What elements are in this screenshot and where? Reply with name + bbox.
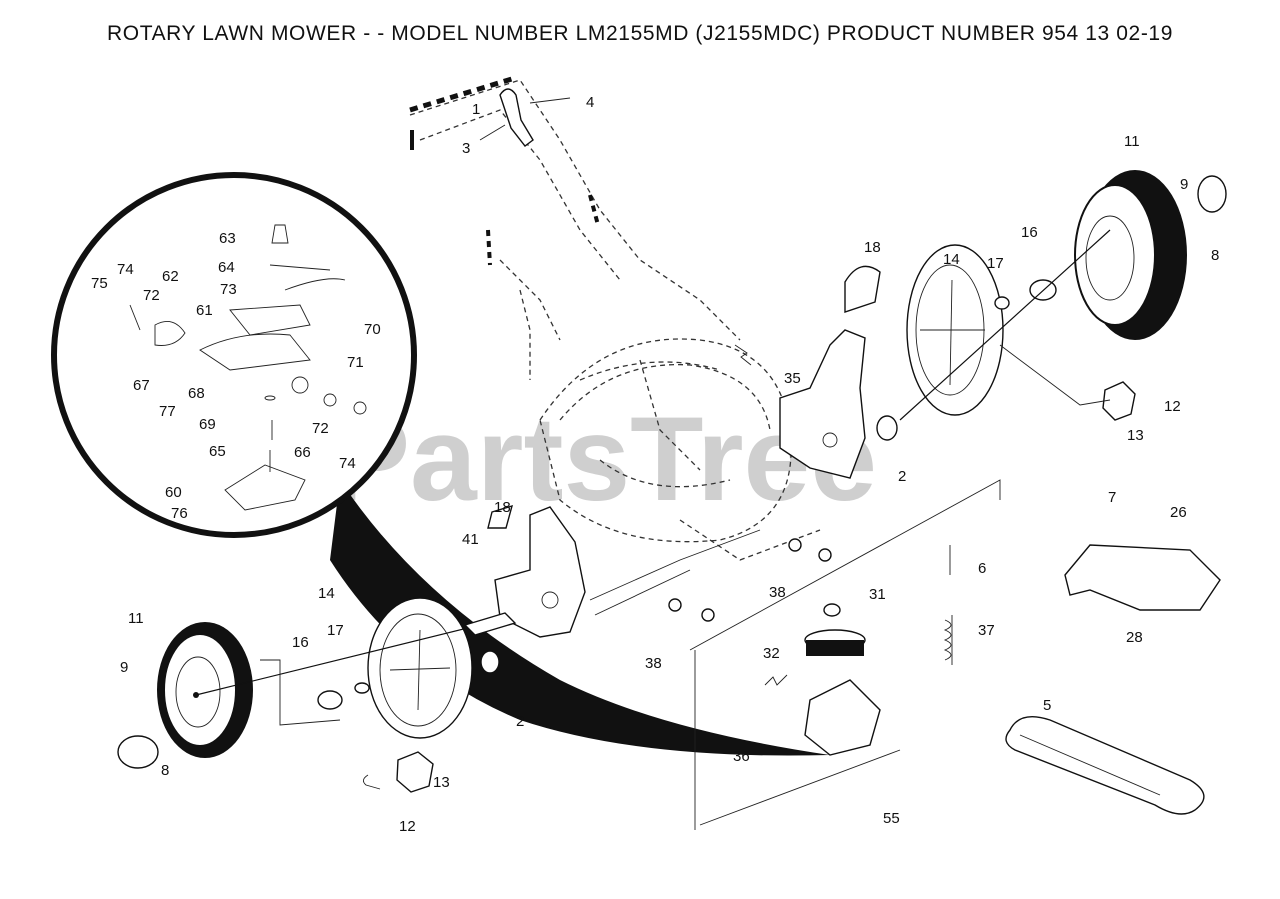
callout-68: 68 [188,385,205,402]
callout-70: 70 [364,321,381,338]
callout-5: 5 [1043,697,1051,714]
callout-72-bottom: 72 [312,420,329,437]
callout-28: 28 [1126,629,1143,646]
detail-inset [51,172,830,756]
callout-13-right: 13 [1127,427,1144,444]
right-height-bracket [779,329,866,479]
callout-17-left: 17 [327,622,344,639]
callout-36: 36 [733,748,750,765]
callout-74-bottom: 74 [339,455,356,472]
callout-labels: 1 3 4 63 64 73 74 75 62 72 61 70 67 68 7… [91,94,1219,835]
drive-assembly [668,479,1001,830]
callout-8-right: 8 [1211,247,1219,264]
callout-11-left: 11 [128,610,144,627]
callout-13-left: 13 [433,774,450,791]
callout-76: 76 [171,505,188,522]
callout-4: 4 [586,94,594,111]
callout-1: 1 [472,101,480,118]
callout-77: 77 [159,403,176,420]
callout-67: 67 [133,377,150,394]
callout-73: 73 [220,281,237,298]
callout-6: 6 [978,560,986,577]
callout-64: 64 [218,259,235,276]
diagram-title: ROTARY LAWN MOWER - - MODEL NUMBER LM215… [107,22,1173,45]
callout-60: 60 [165,484,182,501]
rear-skirt-and-belt [1005,544,1221,815]
callout-14-left: 14 [318,585,335,602]
callout-3: 3 [462,140,470,157]
callout-38-left: 38 [645,655,662,672]
callout-41: 41 [462,531,479,548]
callout-62: 62 [162,268,179,285]
callout-31: 31 [869,586,886,603]
callout-2-right: 2 [898,468,906,485]
callout-72-top: 72 [143,287,160,304]
callout-12-left: 12 [399,818,416,835]
callout-38-right: 38 [769,584,786,601]
callout-61: 61 [196,302,213,319]
callout-63: 63 [219,230,236,247]
left-height-bracket [463,504,761,638]
callout-8-left: 8 [161,762,169,779]
callout-37: 37 [978,622,995,639]
callout-74-top: 74 [117,261,134,278]
left-wheel-assembly [117,597,501,793]
callout-71: 71 [347,354,364,371]
callout-75: 75 [91,275,108,292]
callout-35: 35 [784,370,801,387]
callout-9-right: 9 [1180,176,1188,193]
callout-2-left: 2 [516,713,524,730]
callout-65: 65 [209,443,226,460]
callout-69: 69 [199,416,216,433]
callout-9-left: 9 [120,659,128,676]
callout-16-left: 16 [292,634,309,651]
callout-7: 7 [1108,489,1116,506]
callout-18-bottom: 18 [494,499,511,516]
handle-assembly [409,75,741,341]
callout-32: 32 [763,645,780,662]
callout-18-top: 18 [864,239,881,256]
callout-55: 55 [883,810,900,827]
callout-16-right: 16 [1021,224,1038,241]
callout-17-right: 17 [987,255,1004,272]
callout-12-right: 12 [1164,398,1181,415]
callout-14-right: 14 [943,251,960,268]
right-wheel-assembly [844,170,1227,441]
callout-26: 26 [1170,504,1187,521]
callout-66: 66 [294,444,311,461]
callout-11-right: 11 [1124,133,1140,150]
